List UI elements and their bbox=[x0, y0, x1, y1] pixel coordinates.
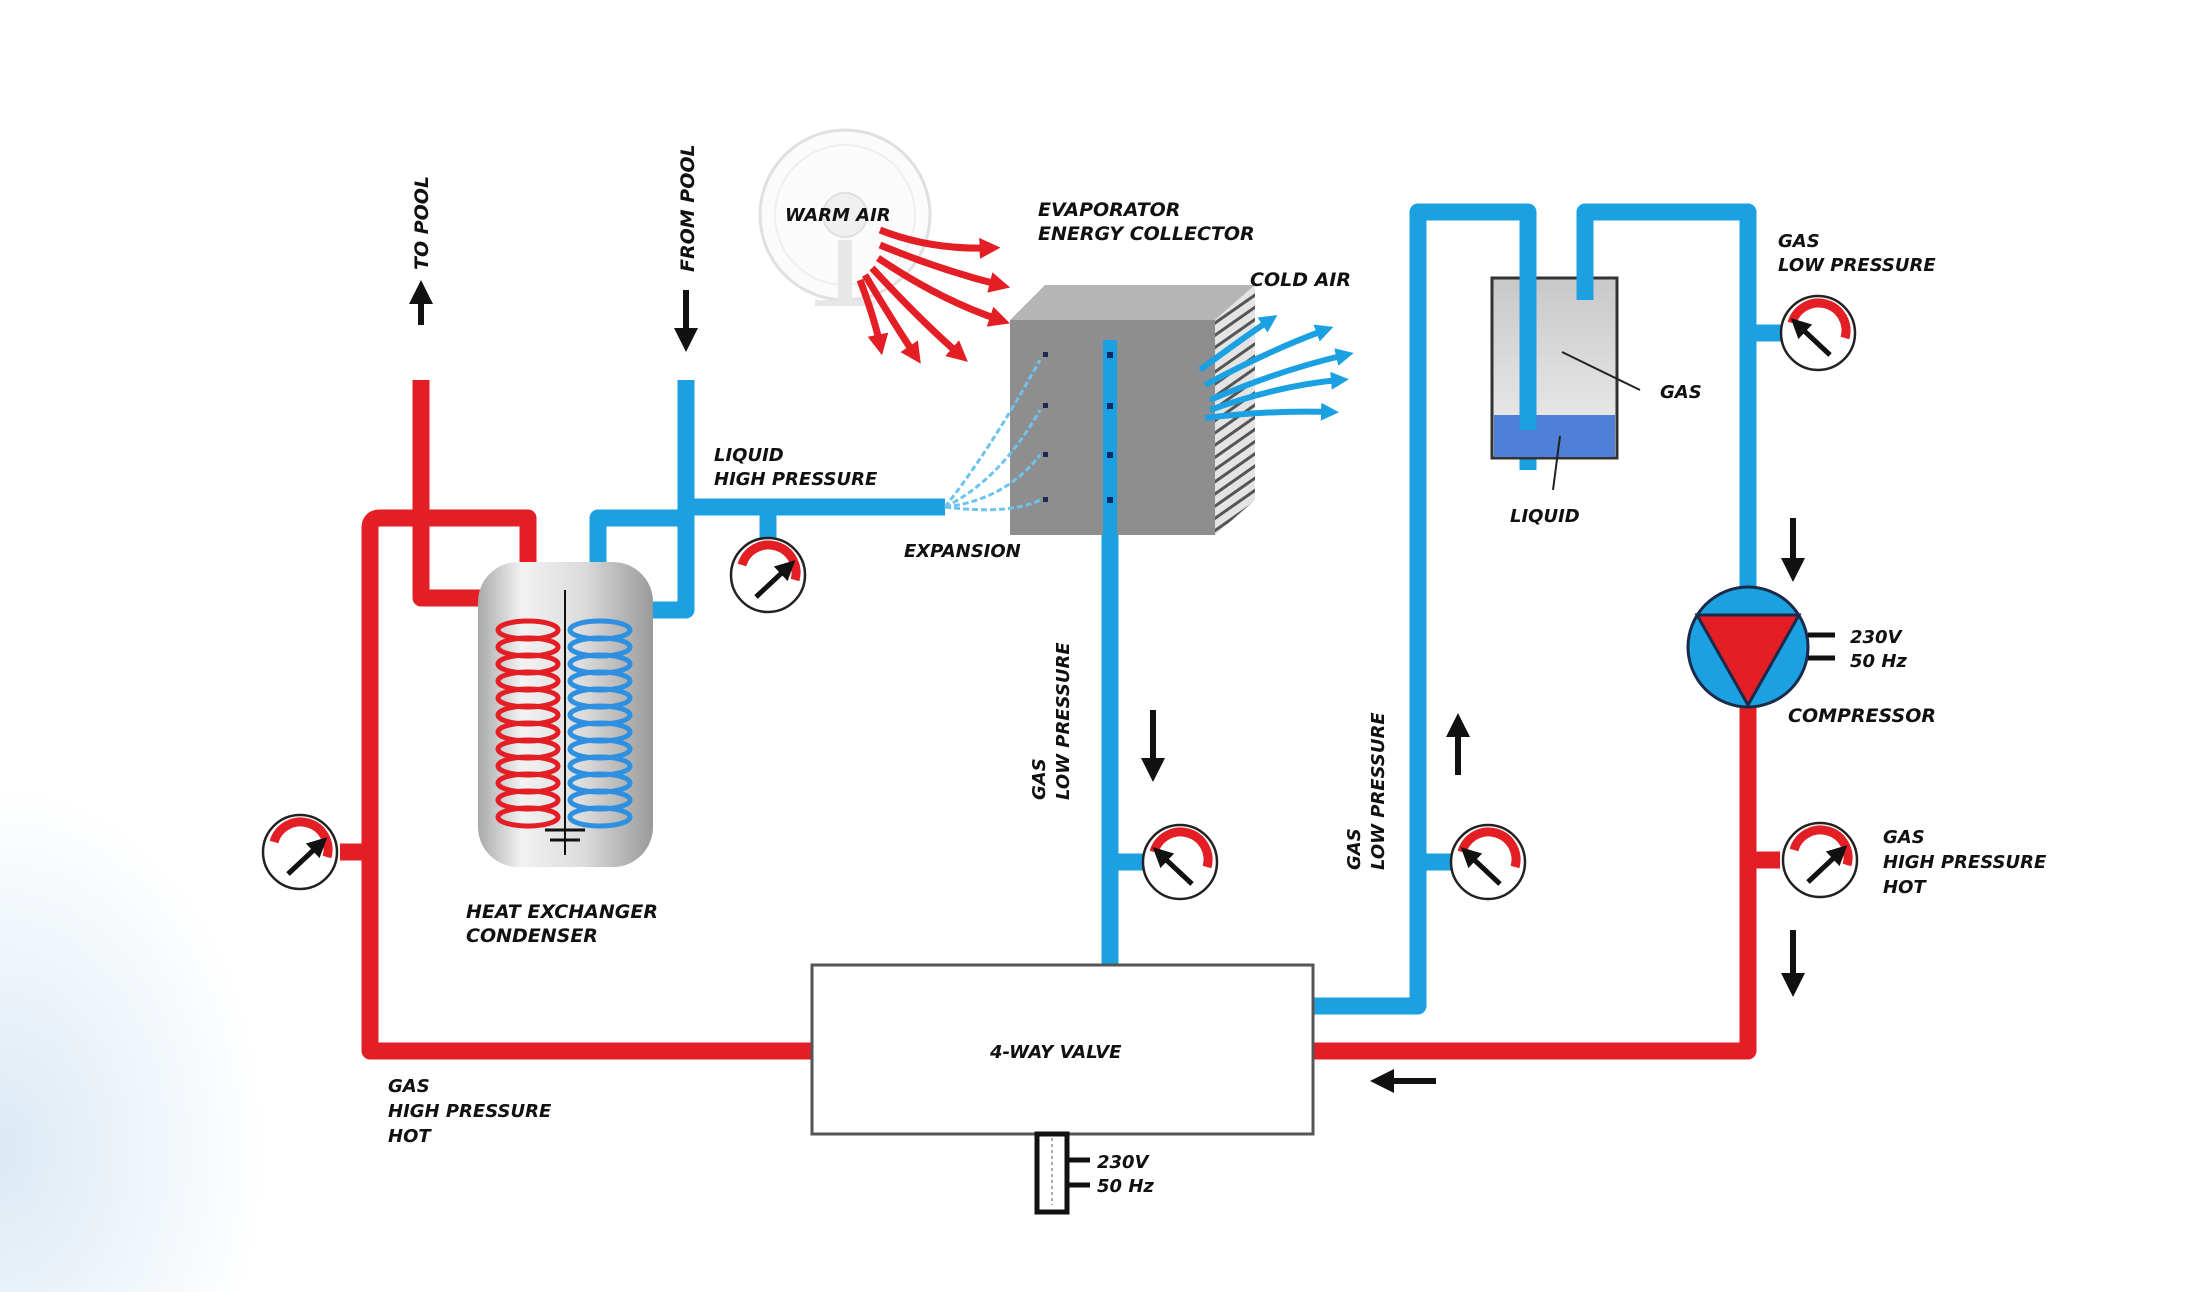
compressor-icon bbox=[1686, 585, 1835, 709]
gas-low-right-line1: GAS bbox=[1778, 231, 1820, 252]
four-way-valve-label: 4-WAY VALVE bbox=[989, 1042, 1122, 1063]
from-pool-label: FROM POOL bbox=[677, 144, 699, 272]
warm-air-label: WARM AIR bbox=[785, 205, 891, 226]
gas-high-left-line1: GAS bbox=[388, 1076, 430, 1097]
warm-air-arrows bbox=[856, 226, 1011, 364]
pipe-bottom-right bbox=[1313, 700, 1757, 1060]
gas-low-mid-line2: LOW PRESSURE bbox=[1053, 642, 1074, 800]
cold-air-arrows bbox=[1198, 315, 1354, 421]
pipe-condenser-inlet bbox=[361, 509, 537, 1050]
gauge-icon bbox=[1141, 823, 1219, 901]
tank-icon bbox=[1490, 212, 1641, 491]
gauges bbox=[261, 294, 1859, 901]
valve-power-line1: 230V bbox=[1097, 1152, 1151, 1173]
hot-pipes bbox=[340, 380, 1780, 1060]
heat-exchanger-icon bbox=[478, 562, 653, 867]
gauge-icon bbox=[1779, 294, 1857, 372]
evaporator-label-line1: EVAPORATOR bbox=[1038, 199, 1180, 221]
pipe-bottom-left bbox=[361, 1040, 812, 1060]
compressor-power-line2: 50 Hz bbox=[1850, 651, 1907, 672]
valve-icon bbox=[810, 963, 1315, 1215]
evaporator-label-line2: ENERGY COLLECTOR bbox=[1038, 223, 1255, 245]
gas-low-center-line1: GAS bbox=[1344, 828, 1365, 870]
heat-exchanger-label-line1: HEAT EXCHANGER bbox=[466, 901, 658, 923]
gas-high-left-line3: HOT bbox=[388, 1126, 432, 1147]
tank-gas-label: GAS bbox=[1660, 382, 1702, 403]
gas-low-mid-line1: GAS bbox=[1029, 758, 1050, 800]
gas-low-center-line2: LOW PRESSURE bbox=[1368, 712, 1389, 870]
gas-high-right-line2: HIGH PRESSURE bbox=[1883, 852, 2047, 873]
gauge-icon bbox=[1449, 823, 1527, 901]
fan-icon bbox=[758, 128, 932, 306]
compressor-label: COMPRESSOR bbox=[1788, 705, 1936, 727]
gauge-icon bbox=[261, 813, 339, 891]
to-pool-label: TO POOL bbox=[411, 176, 433, 270]
coil-loop bbox=[495, 805, 561, 829]
gas-low-right-line2: LOW PRESSURE bbox=[1778, 255, 1936, 276]
coil-loop bbox=[567, 805, 633, 829]
gauge-icon bbox=[729, 536, 807, 614]
tank-liquid-label: LIQUID bbox=[1510, 506, 1580, 527]
expansion-label: EXPANSION bbox=[904, 541, 1021, 562]
evaporator-icon bbox=[1010, 285, 1255, 540]
flow-arrows bbox=[409, 280, 1805, 1093]
gas-high-right-line1: GAS bbox=[1883, 827, 1925, 848]
liquid-high-label-line2: HIGH PRESSURE bbox=[714, 469, 878, 490]
cold-air-label: COLD AIR bbox=[1250, 269, 1351, 291]
expansion-coil bbox=[943, 359, 1042, 512]
liquid-high-label-line1: LIQUID bbox=[714, 445, 784, 466]
gas-high-left-line2: HIGH PRESSURE bbox=[388, 1101, 552, 1122]
compressor-power-line1: 230V bbox=[1850, 627, 1904, 648]
gauge-icon bbox=[1781, 821, 1859, 899]
gas-high-right-line3: HOT bbox=[1883, 877, 1927, 898]
valve-power-line2: 50 Hz bbox=[1097, 1176, 1154, 1197]
heat-exchanger-label-line2: CONDENSER bbox=[466, 925, 598, 947]
